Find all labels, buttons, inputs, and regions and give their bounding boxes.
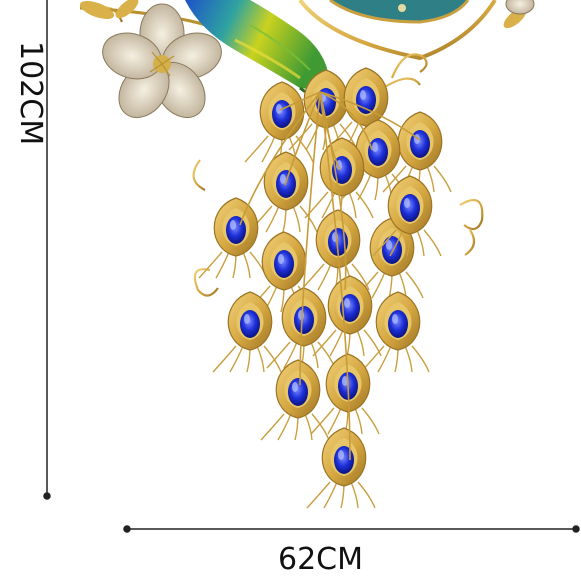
blue-gem (356, 86, 376, 114)
feather-12 (372, 175, 442, 257)
feather-19 (306, 427, 376, 509)
height-dimension-line (43, 0, 51, 500)
feather-7 (248, 151, 318, 233)
feather-4 (382, 111, 452, 193)
small-flower (505, 0, 535, 15)
feather-1 (244, 81, 314, 163)
feather-8 (198, 197, 268, 279)
tail-stems (239, 91, 421, 461)
feather-14 (266, 287, 336, 369)
blue-gem (294, 306, 314, 334)
feather-17 (260, 359, 330, 441)
width-dimension-line (123, 525, 580, 533)
feather-16 (360, 291, 430, 373)
feather-18 (310, 353, 380, 435)
blue-gem (388, 310, 408, 338)
blue-gem (288, 378, 308, 406)
cream-flower (102, 3, 222, 119)
blue-gem (400, 194, 420, 222)
blue-gem (272, 100, 292, 128)
feather-15 (312, 275, 382, 357)
feather-9 (246, 231, 316, 313)
feather-5 (340, 119, 410, 201)
blue-gem (226, 216, 246, 244)
feather-13 (212, 291, 282, 373)
width-label: 62CM (278, 542, 364, 577)
blue-gem (274, 250, 294, 278)
peacock-body (185, 0, 328, 96)
blue-gem (368, 138, 388, 166)
blue-gem (240, 310, 260, 338)
clock-ring (298, 0, 497, 61)
height-label: 102CM (13, 41, 48, 146)
feather-2 (288, 69, 358, 151)
blue-gem (334, 446, 354, 474)
